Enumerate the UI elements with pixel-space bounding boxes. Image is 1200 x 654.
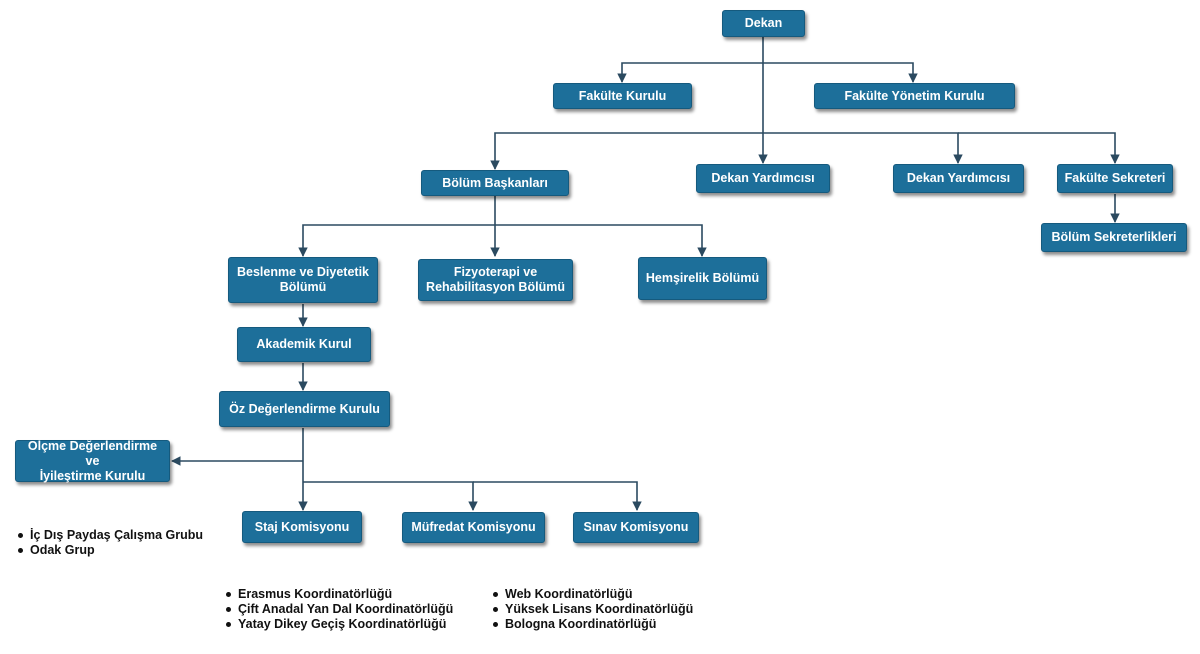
node-hemsirelik-label: Hemşirelik Bölümü xyxy=(645,271,760,285)
bullet-list-bottom-left: Erasmus Koordinatörlüğü Çift Anadal Yan … xyxy=(226,587,453,632)
connector-to-beslenme xyxy=(298,224,495,257)
node-beslenme-line2: Bölümü xyxy=(279,280,327,294)
connector-to-sinav xyxy=(473,481,642,511)
node-olcme-degerlendirme[interactable]: Ölçme Değerlendirme ve İyileştirme Kurul… xyxy=(15,438,170,483)
bullet-item: Web Koordinatörlüğü xyxy=(493,587,693,602)
node-dekan-yardimcisi-1-label: Dekan Yardımcısı xyxy=(711,171,815,185)
bullet-item: Yatay Dikey Geçiş Koordinatörlüğü xyxy=(226,617,453,632)
connector-to-hemsirelik xyxy=(495,224,707,257)
node-fizyoterapi-rehabilitasyon[interactable]: Fizyoterapi ve Rehabilitasyon Bölümü xyxy=(418,259,573,301)
node-bolum-sekreterlikleri[interactable]: Bölüm Sekreterlikleri xyxy=(1041,223,1187,252)
bullet-list-left: İç Dış Paydaş Çalışma Grubu Odak Grup xyxy=(18,528,203,558)
node-beslenme-diyetetik[interactable]: Beslenme ve Diyetetik Bölümü xyxy=(228,257,378,303)
node-bolum-baskanlari-label: Bölüm Başkanları xyxy=(442,175,548,190)
node-mufredat-komisyonu[interactable]: Müfredat Komisyonu xyxy=(402,512,545,543)
node-fakulte-kurulu-label: Fakülte Kurulu xyxy=(578,88,667,103)
node-oz-degerlendirme-kurulu[interactable]: Öz Değerlendirme Kurulu xyxy=(219,391,390,427)
node-oz-degerlendirme-kurulu-label: Öz Değerlendirme Kurulu xyxy=(229,401,380,416)
node-akademik-kurul-label: Akademik Kurul xyxy=(256,337,352,351)
node-hemsirelik[interactable]: Hemşirelik Bölümü xyxy=(638,257,767,300)
node-mufredat-komisyonu-label: Müfredat Komisyonu xyxy=(411,520,536,534)
bullet-list-bottom-right: Web Koordinatörlüğü Yüksek Lisans Koordi… xyxy=(493,587,693,632)
node-fizyoterapi-line1: Fizyoterapi ve xyxy=(453,265,538,279)
bullet-item: Yüksek Lisans Koordinatörlüğü xyxy=(493,602,693,617)
node-fakulte-yonetim-kurulu[interactable]: Fakülte Yönetim Kurulu xyxy=(814,83,1015,109)
node-akademik-kurul[interactable]: Akademik Kurul xyxy=(237,327,371,362)
bullet-item: Çift Anadal Yan Dal Koordinatörlüğü xyxy=(226,602,453,617)
node-beslenme-line1: Beslenme ve Diyetetik xyxy=(236,265,369,279)
node-dekan[interactable]: Dekan xyxy=(722,10,805,37)
node-olcme-line2: İyileştirme Kurulu xyxy=(39,468,146,483)
node-dekan-label: Dekan xyxy=(744,16,783,30)
node-dekan-yardimcisi-2[interactable]: Dekan Yardımcısı xyxy=(893,164,1024,193)
node-sinav-komisyonu-label: Sınav Komisyonu xyxy=(583,520,689,534)
connector-to-fakulte-kurulu xyxy=(617,62,763,83)
bullet-item: Bologna Koordinatörlüğü xyxy=(493,617,693,632)
node-olcme-line1: Ölçme Değerlendirme ve xyxy=(27,438,158,468)
node-fizyoterapi-line2: Rehabilitasyon Bölümü xyxy=(426,280,565,294)
bullet-item: Odak Grup xyxy=(18,543,203,558)
node-fakulte-sekreteri-label: Fakülte Sekreteri xyxy=(1064,171,1166,185)
node-staj-komisyonu[interactable]: Staj Komisyonu xyxy=(242,511,362,543)
node-staj-komisyonu-label: Staj Komisyonu xyxy=(254,519,350,534)
connector-to-bolum-baskanlari xyxy=(490,132,763,170)
node-dekan-yardimcisi-2-label: Dekan Yardımcısı xyxy=(906,171,1011,185)
node-dekan-yardimcisi-1[interactable]: Dekan Yardımcısı xyxy=(696,164,830,193)
node-sinav-komisyonu[interactable]: Sınav Komisyonu xyxy=(573,512,699,543)
node-fakulte-yonetim-kurulu-label: Fakülte Yönetim Kurulu xyxy=(844,88,985,103)
connector-to-dekan-yardimcisi-2 xyxy=(763,132,963,164)
node-fakulte-sekreteri[interactable]: Fakülte Sekreteri xyxy=(1057,164,1173,193)
node-bolum-sekreterlikleri-label: Bölüm Sekreterlikleri xyxy=(1051,230,1177,244)
node-fakulte-kurulu[interactable]: Fakülte Kurulu xyxy=(553,83,692,109)
node-bolum-baskanlari[interactable]: Bölüm Başkanları xyxy=(421,170,569,196)
bullet-item: İç Dış Paydaş Çalışma Grubu xyxy=(18,528,203,543)
connector-to-yonetim-kurulu xyxy=(763,62,918,83)
connector-to-mufredat xyxy=(303,481,478,511)
bullet-item: Erasmus Koordinatörlüğü xyxy=(226,587,453,602)
connector-to-fakulte-sekreteri xyxy=(958,132,1120,164)
